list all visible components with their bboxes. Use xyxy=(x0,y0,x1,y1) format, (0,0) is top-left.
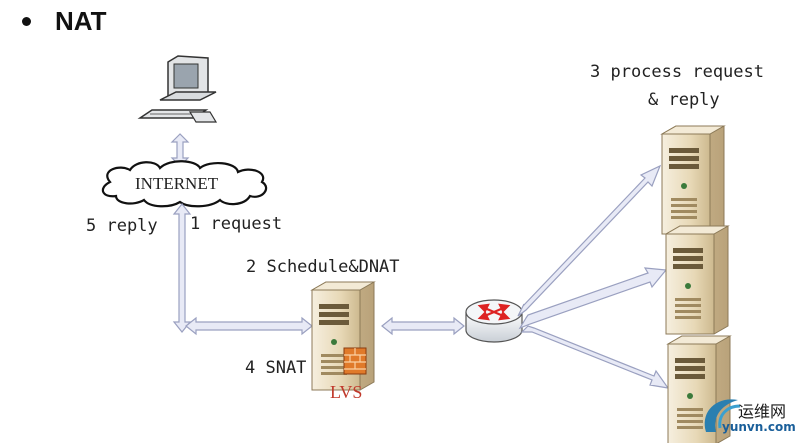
internet-cloud-icon xyxy=(101,160,268,208)
step1-request-label: 1 request xyxy=(190,214,283,234)
step5-reply-label: 5 reply xyxy=(86,216,158,236)
firewall-icon xyxy=(343,347,367,375)
client-computer-icon xyxy=(137,55,218,123)
router-icon xyxy=(465,299,523,343)
step4-snat-label: 4 SNAT xyxy=(245,358,307,378)
lvs-label: LVS xyxy=(330,382,363,402)
slide-title-text: NAT xyxy=(55,6,107,36)
lvs-router-arrow xyxy=(381,316,465,336)
internet-label: INTERNET xyxy=(135,174,219,193)
step2-schedule-label: 2 Schedule&DNAT xyxy=(246,257,400,277)
slide-title: NAT xyxy=(22,6,107,37)
watermark-name: 运维网 xyxy=(738,402,787,421)
bullet-dot xyxy=(22,16,31,26)
step3-process-label-1: 3 process request xyxy=(590,62,764,82)
real-server-1-icon xyxy=(661,125,725,235)
watermark-logo-icon xyxy=(704,399,741,432)
router-server-arrows xyxy=(517,164,670,389)
step3-process-label-2: & reply xyxy=(648,90,720,110)
watermark-domain: yunvn.com xyxy=(722,420,796,434)
real-server-2-icon xyxy=(665,225,729,335)
